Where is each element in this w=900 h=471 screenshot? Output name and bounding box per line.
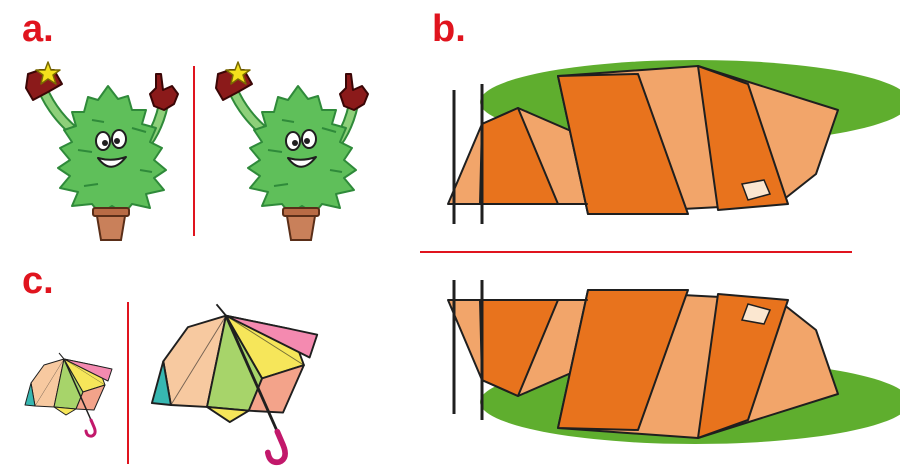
panel-c-large-umbrella	[152, 304, 317, 462]
panel-b-top-tent	[446, 58, 900, 226]
panel-a-left-tree	[26, 62, 178, 240]
panel-label-c: c.	[22, 260, 54, 302]
panel-b-bottom-tent	[446, 278, 900, 446]
panel-c-small-umbrella	[23, 351, 114, 438]
panel-a-right-tree	[216, 62, 368, 240]
panel-label-b: b.	[432, 8, 466, 50]
panel-label-a: a.	[22, 8, 54, 50]
